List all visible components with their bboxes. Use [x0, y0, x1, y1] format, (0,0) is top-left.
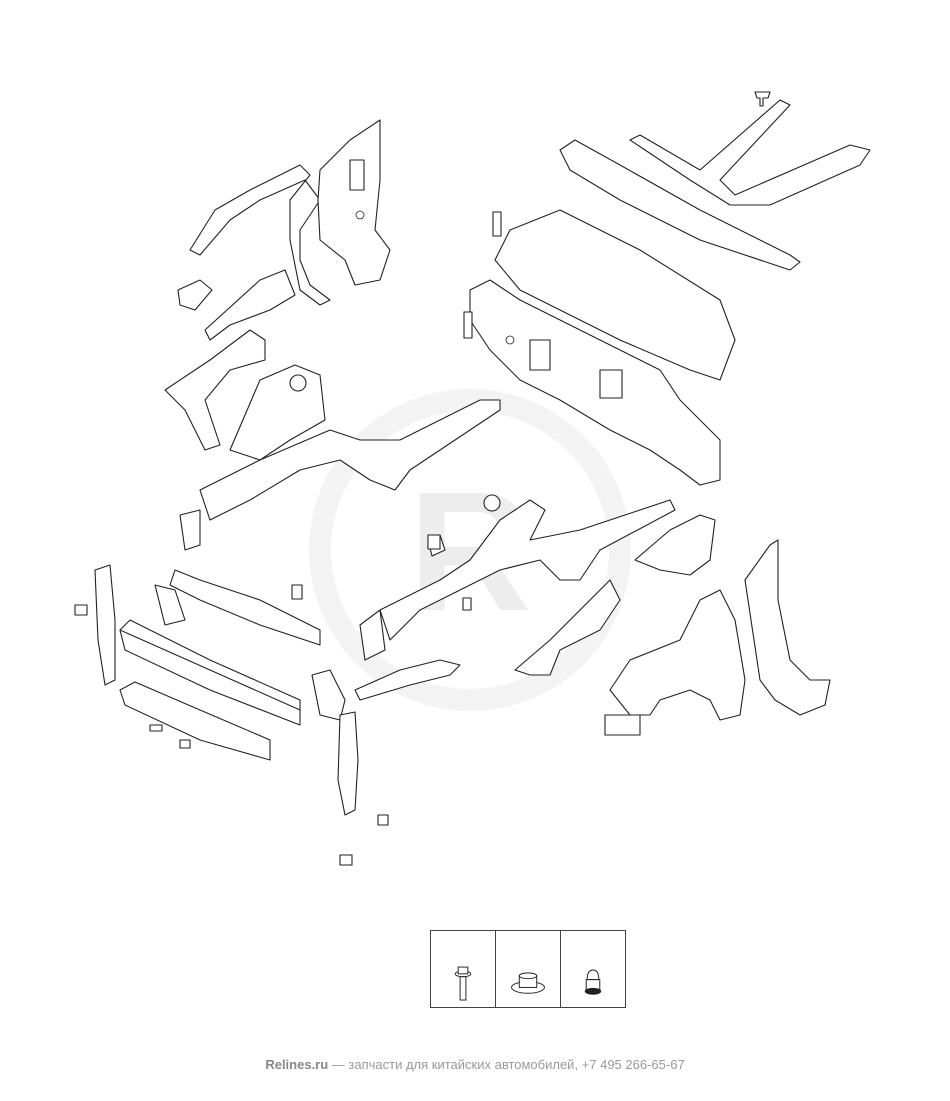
wheelhouse-panel-left [317, 119, 391, 286]
wheelhouse-panel-right [744, 539, 831, 716]
fastener-cap-nut [561, 931, 625, 1007]
footer: Relines.ru — запчасти для китайских авто… [0, 1057, 950, 1072]
footer-brand-link[interactable]: Relines.ru [265, 1057, 329, 1072]
cowl-panel [494, 209, 736, 381]
fastener-legend [430, 930, 626, 1008]
front-bumper-reinforcement [119, 619, 301, 726]
cowl-top-cross-member [559, 139, 801, 271]
radiator-support-side-right [291, 534, 472, 866]
fastener-flange-bolt [431, 931, 496, 1007]
flange-bolt-icon [454, 966, 472, 1001]
fastener-flange-nut [496, 931, 561, 1007]
front-fender-left [177, 164, 331, 311]
radiator-upper-cross-member [154, 569, 321, 646]
roof-front-rails [629, 91, 871, 206]
lower-cross-member [119, 681, 271, 761]
parts-exploded-diagram: R [74, 91, 871, 866]
flange-nut-icon [511, 972, 545, 994]
front-side-member-left [179, 364, 501, 551]
bolts-dash [463, 211, 502, 339]
radiator-support-left [74, 564, 116, 686]
front-fender-right [604, 589, 746, 736]
dash-panel [469, 279, 721, 486]
apron-upper-left [164, 269, 296, 451]
apron-upper-right [354, 514, 716, 701]
cap-nut-icon [584, 969, 602, 995]
footer-text: — запчасти для китайских автомобилей, +7… [328, 1057, 685, 1072]
